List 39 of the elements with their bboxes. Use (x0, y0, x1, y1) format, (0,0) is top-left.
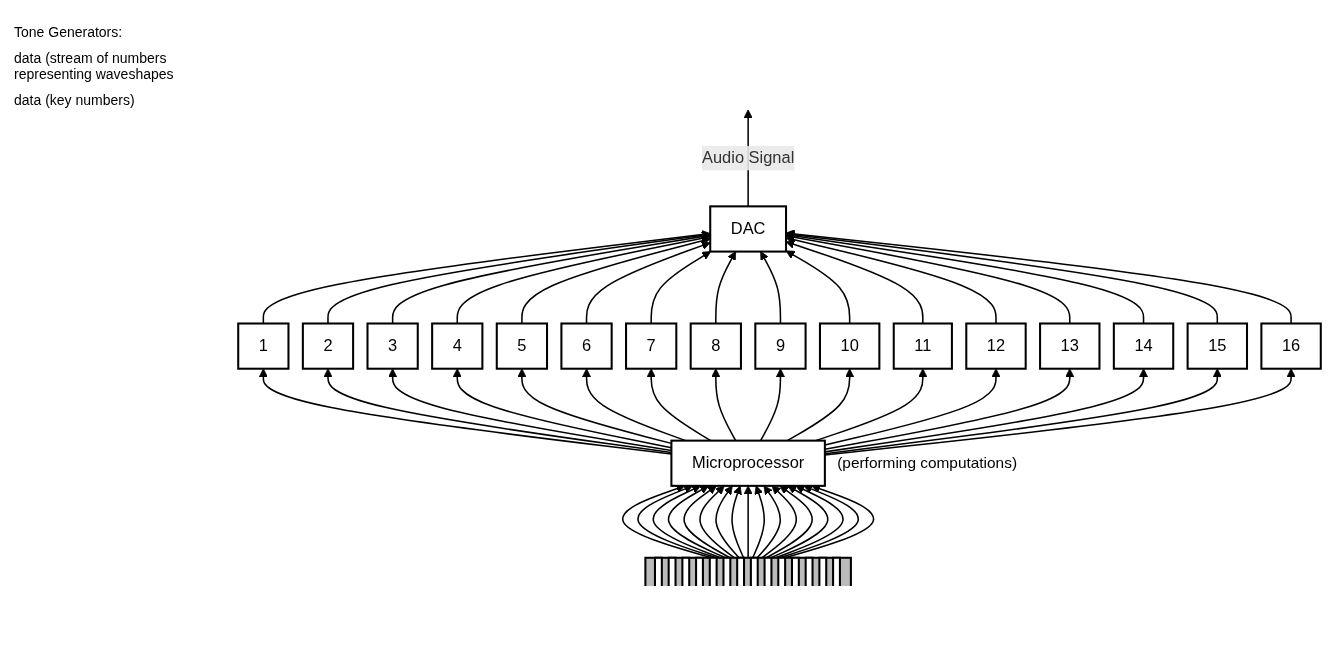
arrow (824, 368, 1075, 450)
box: 15 (1186, 322, 1249, 370)
arrow (785, 250, 851, 324)
arrow (521, 236, 711, 324)
arrow (824, 368, 1001, 446)
arrow (785, 239, 924, 324)
box: 2 (301, 322, 355, 370)
box: 6 (560, 322, 613, 370)
box: 1 (237, 322, 290, 370)
box: 8 (689, 322, 742, 370)
box: DAC (709, 205, 788, 253)
box: 16 (1260, 322, 1322, 370)
note-label: Tone Generators: (14, 24, 124, 40)
box: 14 (1112, 322, 1175, 370)
arrow (585, 240, 711, 324)
box: 13 (1039, 322, 1101, 370)
arrow (327, 230, 711, 324)
note-label: data (key numbers) (14, 92, 136, 108)
box: 10 (818, 322, 881, 370)
arrow (391, 231, 711, 324)
edge-label: Audio Signal (701, 148, 795, 166)
arrow (824, 368, 1149, 453)
node-annotation: (performing computations) (837, 454, 1017, 472)
arrow (785, 231, 1145, 324)
arrow (824, 368, 1296, 456)
box: 7 (625, 322, 678, 370)
arrow (650, 250, 712, 324)
keyboard-drawing (644, 556, 852, 587)
box: 11 (892, 322, 953, 370)
box: 3 (366, 322, 419, 370)
box: 12 (965, 322, 1027, 370)
arrow (262, 229, 711, 324)
arrow (785, 235, 997, 324)
box: Microprocessor (670, 439, 826, 487)
note-label: data (stream of numbers representing waveshapes (14, 50, 175, 82)
box: 5 (495, 322, 549, 370)
box: 9 (754, 322, 807, 370)
box: 4 (431, 322, 484, 370)
arrow (824, 368, 1222, 455)
